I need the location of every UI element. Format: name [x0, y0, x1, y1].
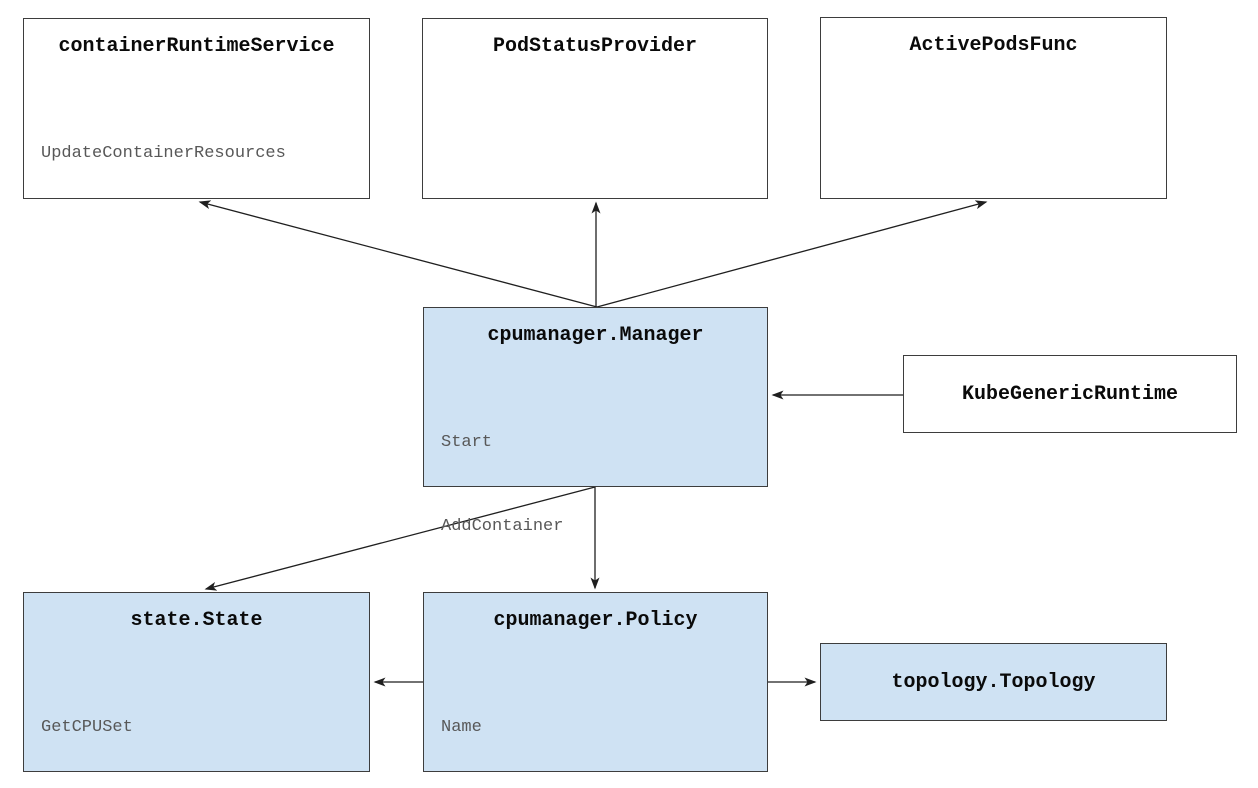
node-title: cpumanager.Manager: [487, 324, 704, 347]
method-item: Name: [441, 718, 482, 737]
method-item: GetCPUSet: [41, 718, 133, 737]
node-title: cpumanager.Policy: [493, 609, 698, 632]
node-kube-generic-runtime: KubeGenericRuntime: [903, 355, 1237, 433]
node-methods: GetCPUSet GetDefaultCPUSet SetCPUSet Set…: [24, 658, 369, 788]
node-methods: UpdateContainerResources: [24, 84, 369, 224]
node-topology-topology: topology.Topology: [820, 643, 1167, 721]
node-title: PodStatusProvider: [492, 35, 698, 58]
edge-manager-to-state: [204, 486, 596, 591]
node-container-runtime-service: containerRuntimeService UpdateContainerR…: [23, 18, 370, 199]
node-pod-status-provider: PodStatusProvider: [422, 18, 768, 199]
edge-manager-to-active-pods-func: [596, 200, 988, 308]
node-title: topology.Topology: [891, 670, 1096, 694]
node-active-pods-func: ActivePodsFunc: [820, 17, 1167, 199]
node-cpumanager-policy: cpumanager.Policy Name AddContainer Remo…: [423, 592, 768, 772]
method-item: Start: [441, 433, 493, 452]
node-cpumanager-manager: cpumanager.Manager Start AddContainer Re…: [423, 307, 768, 704]
node-title: containerRuntimeService: [58, 35, 335, 58]
node-title: KubeGenericRuntime: [961, 382, 1179, 406]
node-title: state.State: [130, 609, 263, 632]
node-state-state: state.State GetCPUSet GetDefaultCPUSet S…: [23, 592, 370, 772]
edge-manager-to-container-runtime-service: [198, 200, 598, 308]
method-item: AddContainer: [441, 517, 564, 536]
node-methods: Name AddContainer RemoveContainer: [424, 658, 767, 788]
method-item: UpdateContainerResources: [41, 144, 286, 163]
node-title: ActivePodsFunc: [909, 34, 1078, 57]
